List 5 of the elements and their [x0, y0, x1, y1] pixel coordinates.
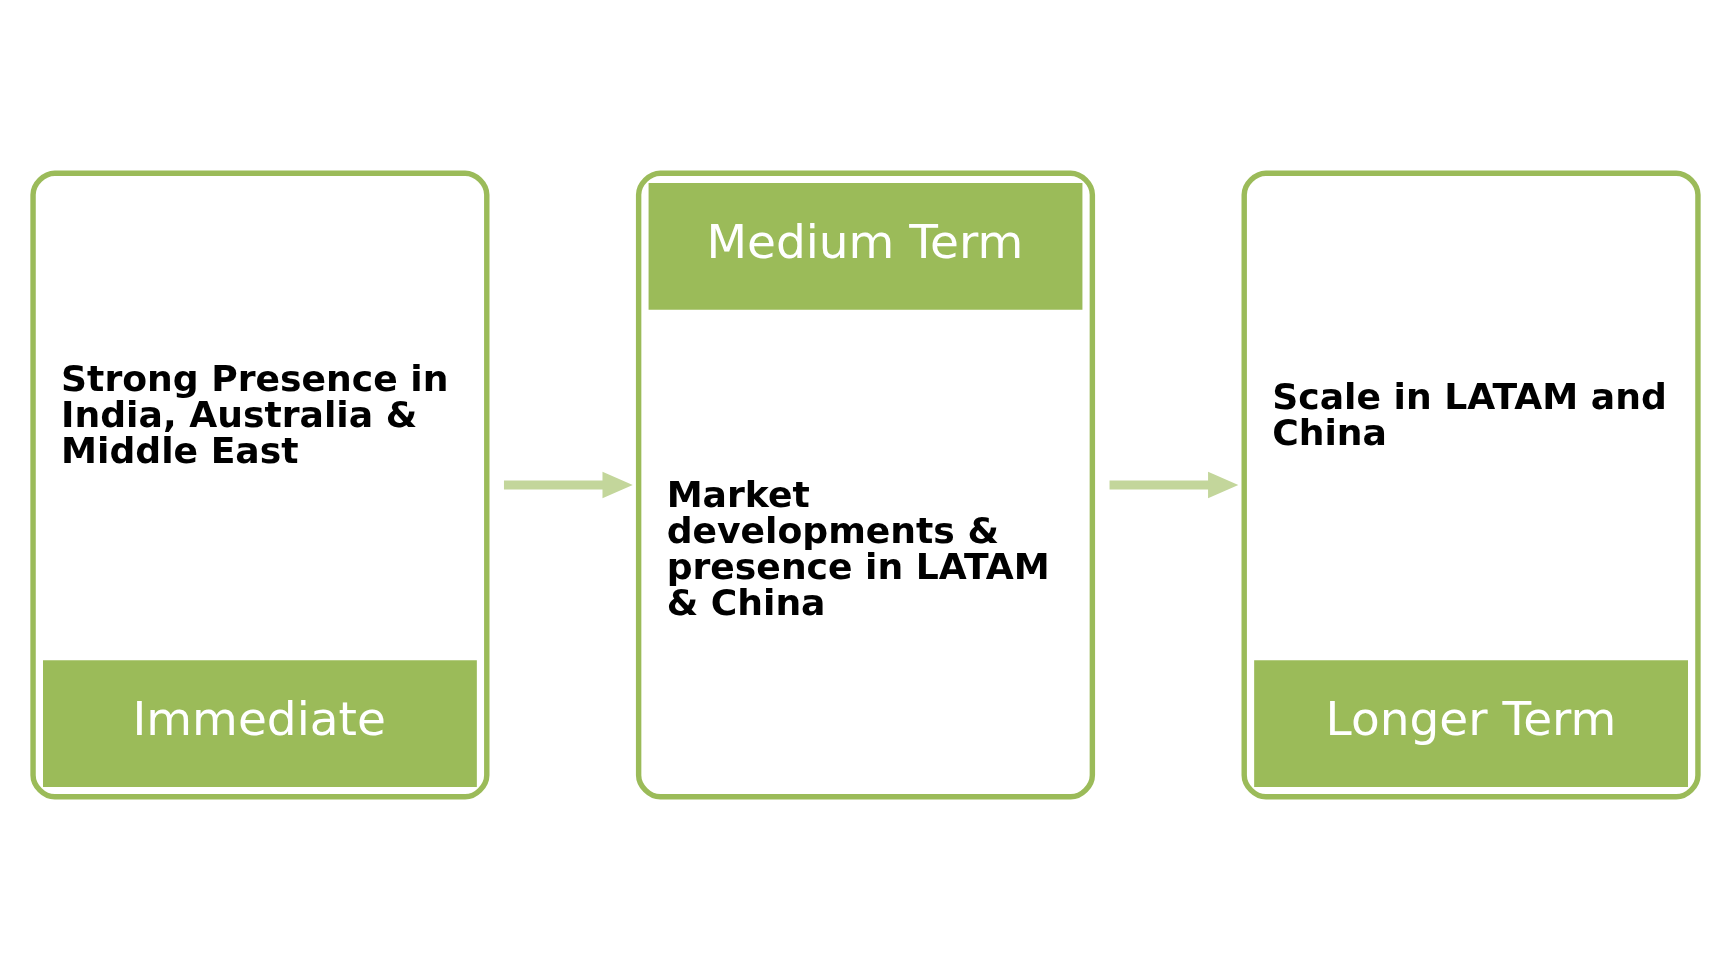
node-box: Medium Term Market developments & presence in LATAM & China	[635, 170, 1096, 800]
arrow	[503, 471, 633, 499]
node-box: Scale in LATAM and China Longer Term	[1241, 170, 1701, 800]
arrow	[1109, 471, 1239, 499]
node-box: Strong Presence in India, Australia & Middle East Immediate	[30, 170, 490, 800]
